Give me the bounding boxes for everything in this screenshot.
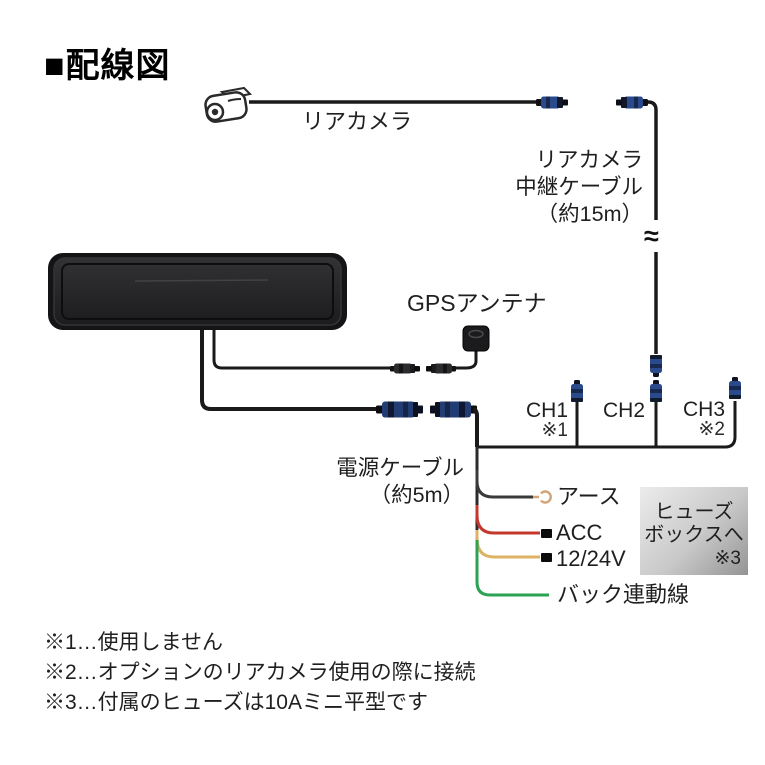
relay-cable-plug-top [616,96,648,109]
fuse-box-line1: ヒューズ [654,501,734,523]
ch2-label: CH2 [603,399,646,422]
footnote-2: ※2…オプションのリアカメラ使用の際に接続 [44,661,476,684]
channel-branch-line [477,401,737,449]
gps-cable [212,330,478,370]
power-cable-left [200,330,376,411]
rear-camera-plug [536,96,568,109]
ch1-note: ※1 [541,420,569,441]
relay-cable [645,100,658,354]
power-cable-label-line1: 電源ケーブル [336,456,464,480]
ch1-plug [571,380,583,402]
footnote-3: ※3…付属のヒューズは10Aミニ平型です [44,691,428,714]
gps-plug-right [426,363,456,374]
mirror-monitor [48,253,347,330]
power-cable-label: 電源ケーブル （約5m） [331,455,464,509]
back-signal-wire-label: バック連動線 [557,582,690,607]
relay-cable-label: リアカメラ 中継ケーブル （約15m） [498,147,643,228]
cable-break-symbol: ≈ [643,220,660,253]
rear-camera-label: リアカメラ [302,109,413,134]
fuse-box-note: ※3 [714,548,742,569]
ch2-plug [650,380,662,402]
ground-wire [475,470,533,499]
v12-24-wire-label: 12/24V [556,546,626,571]
v12-24-terminal-icon [541,553,552,562]
relay-cable-label-line1: リアカメラ [535,148,643,172]
fuse-box-line2: ボックスへ [644,524,744,546]
fuse-box-callout: ヒューズ ボックスへ ※3 [640,487,748,575]
acc-wire-label: ACC [556,520,603,545]
page-title: ■配線図 [44,47,171,85]
power-plug-right [430,401,477,418]
gps-antenna-label: GPSアンテナ [407,290,547,316]
relay-cable-label-line2: 中継ケーブル [515,175,643,199]
relay-cable-label-line3: （約15m） [536,202,643,226]
footnotes: ※1…使用しません ※2…オプションのリアカメラ使用の際に接続 ※3…付属のヒュ… [44,628,476,718]
ch3-plug [729,377,741,399]
gps-plug-left [390,363,420,374]
acc-wire [475,505,540,535]
ch3-label: CH3 [683,398,726,421]
back-signal-wire [475,540,549,597]
footnote-1: ※1…使用しません [44,631,224,654]
ground-wire-label: アース [557,484,621,509]
v12-24-wire [475,530,540,559]
ch1-label: CH1 [526,399,569,422]
relay-cable-plug-bottom [650,355,662,377]
acc-terminal-icon [541,529,552,538]
gps-antenna-icon [462,325,490,352]
power-cable-down [472,407,479,447]
ring-terminal-icon [533,490,552,504]
power-plug-left [376,401,423,418]
rear-camera-icon [204,86,253,123]
power-cable-label-line2: （約5m） [369,483,464,507]
ch3-note: ※2 [698,419,726,440]
